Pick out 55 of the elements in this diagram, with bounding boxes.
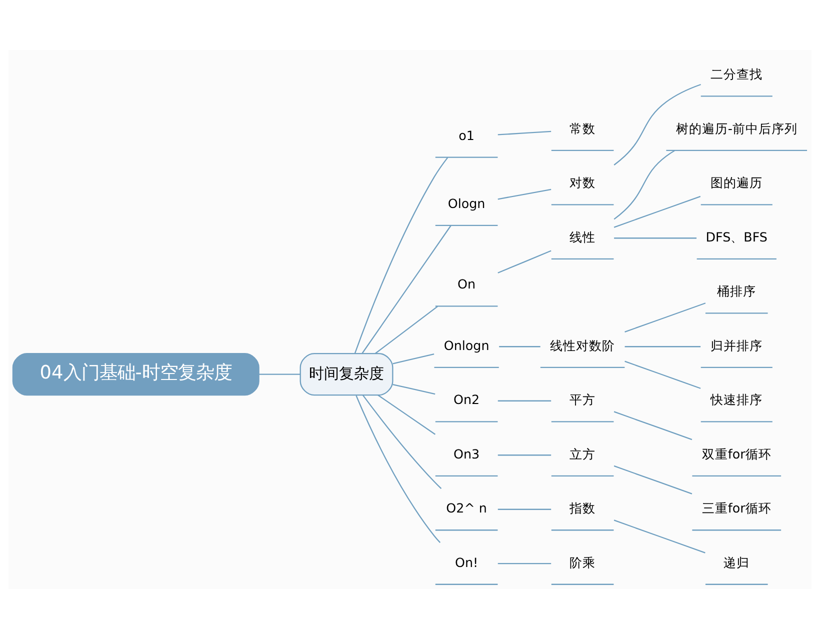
connector — [614, 83, 701, 165]
connector — [614, 410, 692, 440]
connector — [624, 360, 701, 388]
node-text: Ologn — [448, 195, 486, 210]
connector — [392, 352, 434, 364]
node-text: O2^ n — [446, 500, 487, 516]
connector — [498, 130, 552, 135]
connector — [498, 562, 552, 564]
node-text: 双重for循环 — [702, 446, 772, 461]
node-text: 线性对数阶 — [550, 337, 616, 352]
connector — [374, 306, 438, 354]
connector — [498, 250, 552, 273]
connector — [614, 519, 706, 553]
node-text: 平方 — [570, 392, 596, 407]
node-text: o1 — [458, 127, 474, 142]
connector — [258, 373, 300, 374]
node-text: 图的遍历 — [710, 174, 763, 190]
connector — [614, 150, 676, 220]
connector — [362, 224, 452, 354]
node-text: On2 — [454, 392, 480, 407]
connector — [614, 464, 692, 494]
connector — [498, 188, 552, 200]
connector — [362, 394, 442, 488]
node-box: 时间复杂度 — [300, 352, 394, 396]
node-text: 常数 — [570, 120, 596, 136]
node-box: 04入门基础-时空复杂度 — [12, 352, 260, 396]
connector — [498, 454, 552, 456]
node-text: 指数 — [570, 500, 596, 516]
connector — [614, 195, 701, 228]
node-text: 快速排序 — [710, 392, 763, 407]
connector — [378, 394, 436, 434]
node-text: Onlogn — [444, 337, 490, 352]
node-text: 归并排序 — [710, 337, 763, 352]
connector — [498, 508, 552, 510]
node-text: On — [458, 276, 476, 292]
node-text: 递归 — [724, 554, 750, 570]
connector — [354, 156, 448, 354]
connector — [499, 346, 540, 347]
node-text: 桶排序 — [717, 283, 756, 298]
node-text: 三重for循环 — [702, 500, 772, 516]
node-text: 对数 — [570, 174, 596, 190]
connector — [356, 394, 441, 542]
node-text: On! — [454, 554, 478, 570]
node-text: 树的遍历-前中后序列 — [676, 120, 798, 136]
node-text: 二分查找 — [710, 66, 763, 82]
connector — [614, 237, 697, 238]
node-text: 立方 — [570, 446, 596, 461]
node-text: 阶乘 — [570, 554, 596, 570]
connector — [624, 346, 701, 347]
connector — [498, 400, 552, 401]
node-text: On3 — [454, 446, 480, 461]
connector — [624, 302, 706, 332]
connector — [392, 383, 436, 394]
node-text: DFS、BFS — [706, 228, 768, 244]
node-text: 线性 — [570, 228, 596, 244]
